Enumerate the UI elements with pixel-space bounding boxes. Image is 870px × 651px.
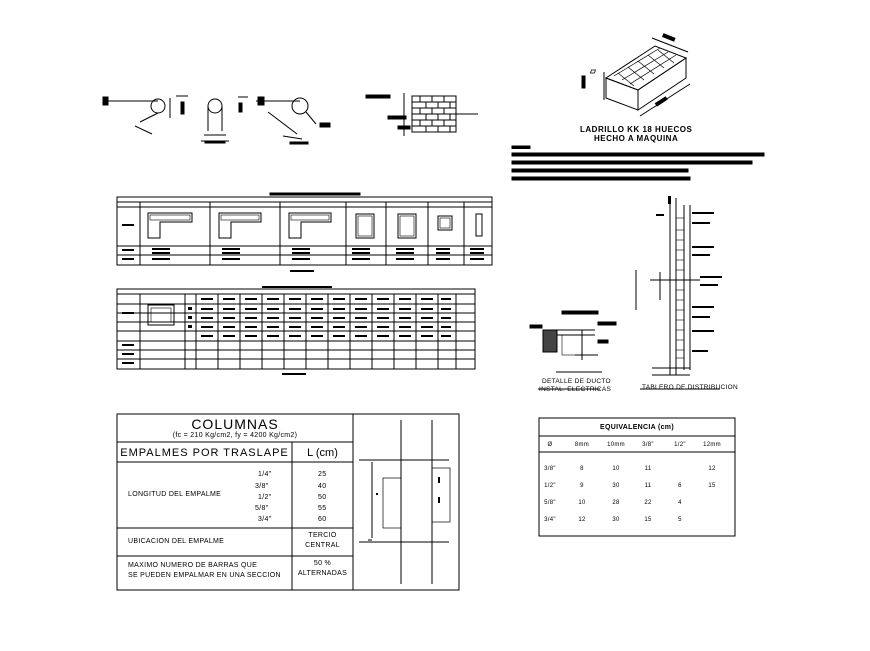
equiv-cell: 5 — [678, 517, 682, 523]
ubicacion-value-2: CENTRAL — [305, 542, 340, 549]
equiv-cell: 15 — [644, 517, 652, 523]
empalmes-header: EMPALMES POR TRASLAPE — [120, 447, 289, 459]
columnas-title: COLUMNAS — [191, 416, 279, 432]
tablero-label: TABLERO DE DISTRIBUCION — [642, 384, 738, 391]
equiv-header-cell: Ø — [547, 442, 553, 448]
equiv-cell: 11 — [644, 483, 652, 489]
diam-row-3: 1/2" — [258, 494, 272, 501]
diam-row-2: 3/8" — [255, 483, 269, 490]
maximo-value-1: 50 % — [313, 560, 332, 567]
equivalencia-table — [538, 417, 736, 537]
maximo-value-2: ALTERNADAS — [297, 570, 348, 577]
equiv-cell: 30 — [612, 517, 620, 523]
diam-row-4: 5/8" — [255, 505, 269, 512]
column-sections-table — [116, 192, 493, 272]
hook-detail-3 — [256, 96, 331, 145]
brick-title-line1: LADRILLO KK 18 HUECOS — [580, 125, 693, 134]
equiv-cell: 3/4" — [544, 517, 556, 523]
ducto-label-line2: INSTAL. ELECTRICAS — [539, 386, 612, 393]
reinforcement-table — [116, 286, 476, 375]
l-row-4: 55 — [318, 505, 327, 512]
equiv-cell: 3/8" — [544, 466, 556, 472]
equiv-header-cell: 10mm — [607, 442, 625, 448]
columnas-subtitle: (fc = 210 Kg/cm2, fy = 4200 Kg/cm2) — [172, 432, 298, 439]
diam-row-1: 1/4" — [258, 471, 272, 478]
maximo-label-2: SE PUEDEN EMPALMAR EN UNA SECCION — [128, 572, 281, 579]
l-row-5: 60 — [318, 516, 327, 523]
equiv-cell: 30 — [612, 483, 620, 489]
l-row-1: 25 — [318, 471, 327, 478]
hook-detail-2 — [201, 96, 248, 144]
equiv-cell: 12 — [578, 517, 586, 523]
equiv-cell: 1/2" — [544, 483, 556, 489]
splice-elevation — [352, 413, 460, 591]
equiv-cell: 10 — [578, 500, 586, 506]
equiv-cell: 11 — [644, 466, 652, 472]
ducto-label-line1: DETALLE DE DUCTO — [542, 378, 611, 385]
maximo-label-1: MAXIMO NUMERO DE BARRAS QUE — [128, 562, 258, 569]
equiv-header-cell: 1/2" — [674, 442, 686, 448]
l-row-2: 40 — [318, 483, 327, 490]
equiv-cell: 12 — [708, 466, 716, 472]
equiv-cell: 15 — [708, 483, 716, 489]
brick-wall-section — [365, 93, 478, 136]
equiv-cell: 4 — [678, 500, 682, 506]
l-row-3: 50 — [318, 494, 327, 501]
equivalencia-title: EQUIVALENCIA (cm) — [600, 424, 674, 431]
equiv-cell: 5/8" — [544, 500, 556, 506]
ubicacion-label: UBICACION DEL EMPALME — [128, 538, 225, 545]
distribution-board — [635, 196, 722, 390]
duct-detail — [529, 310, 617, 390]
hook-detail-1 — [102, 95, 188, 135]
equiv-cell: 8 — [580, 466, 584, 472]
equiv-cell: 22 — [644, 500, 652, 506]
equiv-cell: 9 — [580, 483, 584, 489]
longitud-label: LONGITUD DEL EMPALME — [128, 491, 222, 498]
brick-isometric — [581, 33, 691, 117]
notes-bars — [511, 145, 765, 181]
diam-row-5: 3/4" — [258, 516, 272, 523]
equiv-header-cell: 12mm — [703, 442, 721, 448]
equiv-header-cell: 8mm — [574, 442, 590, 448]
ubicacion-value-1: TERCIO — [308, 532, 337, 539]
equiv-header-cell: 3/8" — [642, 442, 654, 448]
l-cm-header: L (cm) — [307, 447, 338, 459]
brick-title-line2: HECHO A MAQUINA — [594, 134, 679, 143]
equivalencia-grid: Ø 8mm 10mm 3/8" 1/2" 12mm 3/8" 8 10 11 12 1/2" 9 30 11… — [539, 436, 735, 536]
equiv-cell: 10 — [612, 466, 620, 472]
equiv-cell: 6 — [678, 483, 682, 489]
equiv-cell: 28 — [612, 500, 620, 506]
